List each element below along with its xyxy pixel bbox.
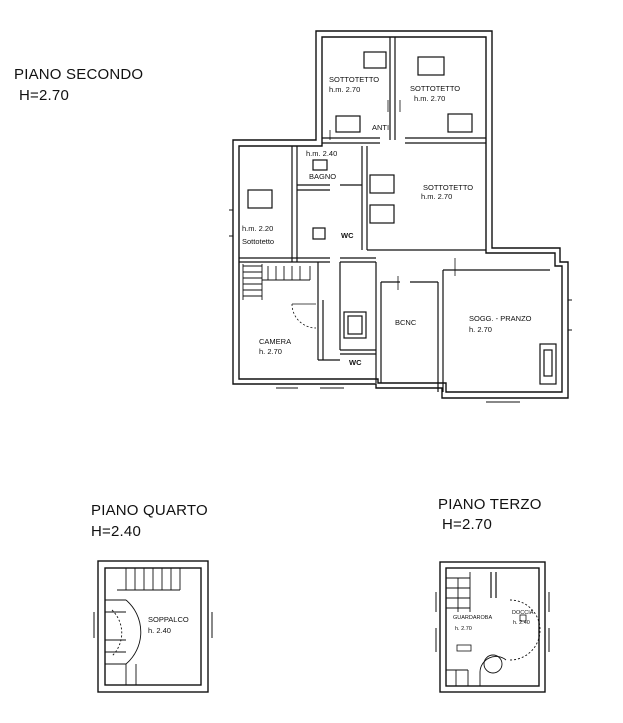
stairs-quarto [105,568,181,685]
level-height-terzo: H=2.70 [442,516,492,533]
room-height-sottotetto-c: h.m. 2.70 [421,192,453,201]
level-height-quarto: H=2.40 [91,523,141,540]
room-height-sottotetto-d: h.m. 2.20 [242,224,274,233]
fixtures-terzo [456,614,527,652]
interior-walls-secondo [239,37,550,392]
outer-walls-terzo [439,561,546,693]
room-name-doccia: DOCCIA [512,610,534,616]
room-name-soppalco: SOPPALCO [148,615,189,624]
room-height-bagno: h.m. 2.40 [306,149,338,158]
windows-quarto [93,612,213,693]
room-height-doccia: h. 2.40 [513,620,530,626]
room-name-bagno: BAGNO [309,172,337,181]
level-title-secondo: PIANO SECONDO [14,66,144,83]
room-name-wc-top: WC [341,231,354,240]
plan-secondo [229,30,572,403]
room-height-camera: h. 2.70 [259,347,282,356]
interior-walls-terzo [490,572,497,598]
fixtures-secondo [247,51,557,385]
room-height-guardaroba: h. 2.70 [455,626,472,632]
room-name-sottotetto-a: SOTTOTETTO [329,75,380,84]
stairs-secondo [242,264,311,300]
room-name-sottotetto-d: Sottotetto [242,237,275,246]
room-name-anti: ANTI [372,123,390,132]
room-name-sottotetto-b: SOTTOTETTO [410,84,461,93]
room-height-soggiorno: h. 2.70 [469,325,492,334]
level-title-quarto: PIANO QUARTO [91,502,208,519]
room-name-wc-bottom: WC [349,358,362,367]
room-name-bcnc: BCNC [395,318,417,327]
level-title-terzo: PIANO TERZO [438,496,542,513]
room-name-soggiorno: SOGG. - PRANZO [469,314,532,323]
room-height-sottotetto-a: h.m. 2.70 [329,85,361,94]
room-name-guardaroba: GUARDAROBA [453,615,493,621]
level-height-secondo: H=2.70 [19,87,69,104]
outer-walls-secondo [232,30,569,399]
room-name-camera: CAMERA [259,337,292,346]
room-height-sottotetto-b: h.m. 2.70 [414,94,446,103]
door-swings-secondo [291,100,456,329]
room-height-soppalco: h. 2.40 [148,626,171,635]
room-name-sottotetto-c: SOTTOTETTO [423,183,474,192]
windows-terzo [435,592,550,693]
windows-secondo [229,209,572,403]
plan-quarto [93,560,213,693]
stairs-terzo [446,572,541,686]
plan-terzo [435,561,550,693]
